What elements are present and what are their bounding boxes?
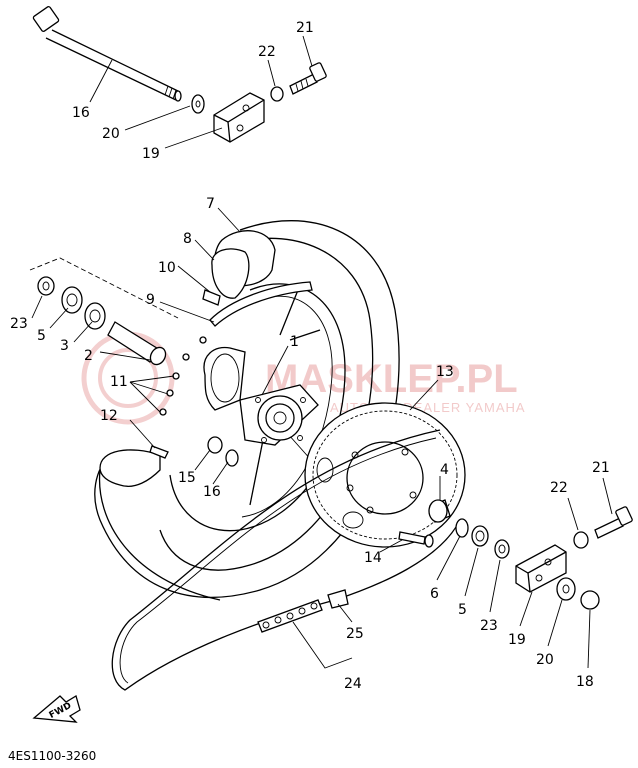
callout-5-left: 5: [37, 328, 46, 344]
forward-arrow-icon: FWD: [32, 695, 81, 723]
valve-stem: [149, 445, 169, 459]
spacer-collar: [107, 321, 167, 366]
callout-25: 25: [346, 626, 364, 642]
callout-10: 10: [158, 260, 176, 276]
nut-right: [573, 531, 589, 549]
washer-top: [191, 94, 205, 114]
hub-bolts: [159, 336, 207, 416]
chain-joint: [327, 589, 349, 609]
callout-21-top: 21: [296, 20, 314, 36]
leader-lines: [31, 35, 613, 669]
callout-21-right: 21: [592, 460, 610, 476]
callout-24: 24: [344, 676, 362, 692]
left-bearing-set: [37, 276, 106, 330]
axle: [32, 6, 182, 102]
callout-6: 6: [430, 586, 439, 602]
chain-puller-right: [515, 544, 567, 593]
callout-22-right: 22: [550, 480, 568, 496]
callout-14: 14: [364, 550, 382, 566]
drive-chain: [111, 429, 461, 691]
callout-13: 13: [436, 364, 454, 380]
callout-7: 7: [206, 196, 215, 212]
callout-19-right: 19: [508, 632, 526, 648]
tire-top-section: [202, 230, 313, 327]
diagram-code: 4ES1100-3260: [8, 749, 96, 763]
nut-top: [270, 86, 284, 102]
nut-18: [580, 590, 600, 610]
callout-1: 1: [290, 334, 299, 350]
right-bearing-set: [428, 499, 510, 559]
chain-puller-top: [213, 92, 265, 143]
bolt-right: [594, 506, 633, 539]
callout-8: 8: [183, 231, 192, 247]
callout-18: 18: [576, 674, 594, 690]
callout-20-top: 20: [102, 126, 120, 142]
wheel-hub: [203, 346, 319, 446]
callout-17: 16: [72, 105, 90, 121]
callout-9: 9: [146, 292, 155, 308]
wheel-tire: [94, 220, 400, 601]
callout-4: 4: [440, 462, 449, 478]
callout-11: 11: [110, 374, 128, 390]
callout-2: 2: [84, 348, 93, 364]
callout-16: 16: [203, 484, 221, 500]
callout-19-top: 19: [142, 146, 160, 162]
callout-22-top: 22: [258, 44, 276, 60]
callout-23-right: 23: [480, 618, 498, 634]
callout-23-left: 23: [10, 316, 28, 332]
bolt-top: [289, 62, 327, 95]
callout-3: 3: [60, 338, 69, 354]
washer-right: [556, 577, 576, 601]
bolt-14: [398, 531, 426, 545]
nut-15: [207, 436, 223, 454]
callout-5-right: 5: [458, 602, 467, 618]
callout-12: 12: [100, 408, 118, 424]
washer-16: [225, 449, 239, 467]
callout-labels: 21 22 16 20 19 7 8 10 9 1 2 3 5 23 11 12…: [10, 20, 610, 692]
callout-15: 15: [178, 470, 196, 486]
callout-20-right: 20: [536, 652, 554, 668]
